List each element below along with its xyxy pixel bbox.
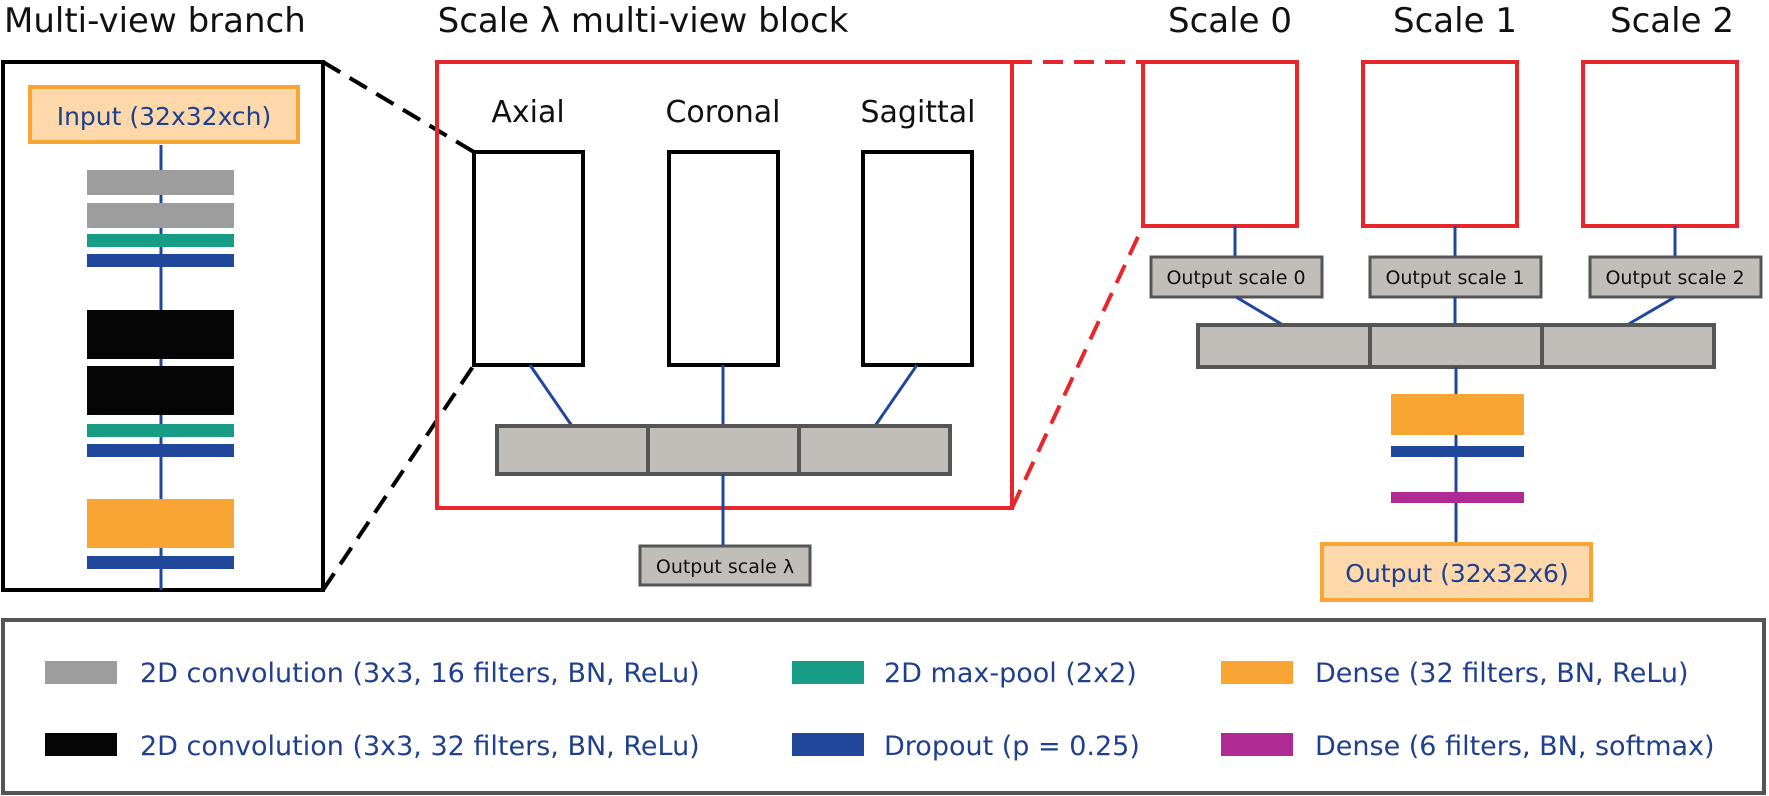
output-scale-1-label: Output scale 1	[1385, 267, 1524, 289]
legend-label-conv16: 2D convolution (3x3, 16 filters, BN, ReL…	[140, 658, 700, 689]
output-scale-2-box	[1588, 255, 1763, 299]
coronal-branch-box	[667, 150, 780, 367]
dropout-layer	[87, 556, 234, 569]
conv32-layer	[87, 310, 234, 359]
legend-label-dropout: Dropout (p = 0.25)	[884, 731, 1140, 762]
branch-input-box	[28, 85, 300, 144]
scale-2-box	[1581, 60, 1739, 228]
scale-lambda-block-title: Scale λ multi-view block	[438, 1, 849, 41]
output-scale-1-box	[1368, 255, 1543, 299]
dropout-layer	[87, 444, 234, 457]
scale-0-concat-line	[1235, 295, 1284, 327]
legend-frame	[1, 618, 1766, 795]
concat-segment	[495, 424, 650, 476]
legend-swatch-dropout	[792, 733, 864, 756]
scale-concat-segment	[1368, 323, 1544, 369]
concat-segment	[646, 424, 801, 476]
legend-label-maxpool: 2D max-pool (2x2)	[884, 658, 1137, 689]
final-dense32-layer	[1391, 394, 1524, 435]
scale-2-concat-line	[1626, 295, 1676, 327]
view-label-sagittal: Sagittal	[860, 95, 975, 130]
legend-label-conv32: 2D convolution (3x3, 32 filters, BN, ReL…	[140, 731, 700, 762]
output-scale-0-box	[1149, 255, 1324, 299]
legend-swatch-conv32	[45, 733, 117, 756]
output-scale-0-label: Output scale 0	[1166, 267, 1305, 289]
scale-concat-segment	[1540, 323, 1716, 369]
scale-1-title: Scale 1	[1393, 1, 1517, 41]
sagittal-connector-line	[873, 364, 919, 427]
zoom-connector-bottom	[321, 363, 476, 592]
legend-label-dense6: Dense (6 filters, BN, softmax)	[1315, 731, 1715, 762]
multi-view-branch-title: Multi-view branch	[4, 1, 306, 41]
legend-label-dense32: Dense (32 filters, BN, ReLu)	[1315, 658, 1689, 689]
final-dense6-layer	[1391, 492, 1524, 503]
scale-0-title: Scale 0	[1168, 1, 1292, 41]
final-dropout-layer	[1391, 446, 1524, 457]
branch-input-label: Input (32x32xch)	[57, 102, 272, 131]
maxpool-layer	[87, 424, 234, 437]
final-output-label: Output (32x32x6)	[1345, 559, 1568, 588]
output-scale-lambda-box	[638, 544, 812, 587]
branch-frame	[1, 60, 325, 592]
scale-2-title: Scale 2	[1610, 1, 1734, 41]
axial-connector-line	[528, 364, 574, 427]
legend-swatch-conv16	[45, 661, 117, 684]
view-label-coronal: Coronal	[665, 95, 780, 130]
output-scale-2-label: Output scale 2	[1605, 267, 1744, 289]
sagittal-branch-box	[861, 150, 974, 367]
dense32-layer	[87, 499, 234, 548]
red-connector-bottom	[1010, 225, 1145, 509]
concat-segment	[797, 424, 952, 476]
legend-swatch-maxpool	[792, 661, 864, 684]
scale-concat-segment	[1196, 323, 1372, 369]
dropout-layer	[87, 254, 234, 267]
scale-0-box	[1141, 60, 1299, 228]
final-output-box	[1320, 542, 1593, 602]
conv16-layer	[87, 170, 234, 195]
maxpool-layer	[87, 234, 234, 247]
axial-branch-box	[472, 150, 585, 367]
legend-swatch-dense6	[1221, 733, 1293, 756]
conv32-layer	[87, 366, 234, 415]
view-label-axial: Axial	[491, 95, 564, 130]
conv16-layer	[87, 203, 234, 228]
zoom-connector-top	[321, 60, 476, 154]
output-scale-lambda-label: Output scale λ	[656, 556, 794, 578]
legend-swatch-dense32	[1221, 661, 1293, 684]
scale-1-box	[1361, 60, 1519, 228]
